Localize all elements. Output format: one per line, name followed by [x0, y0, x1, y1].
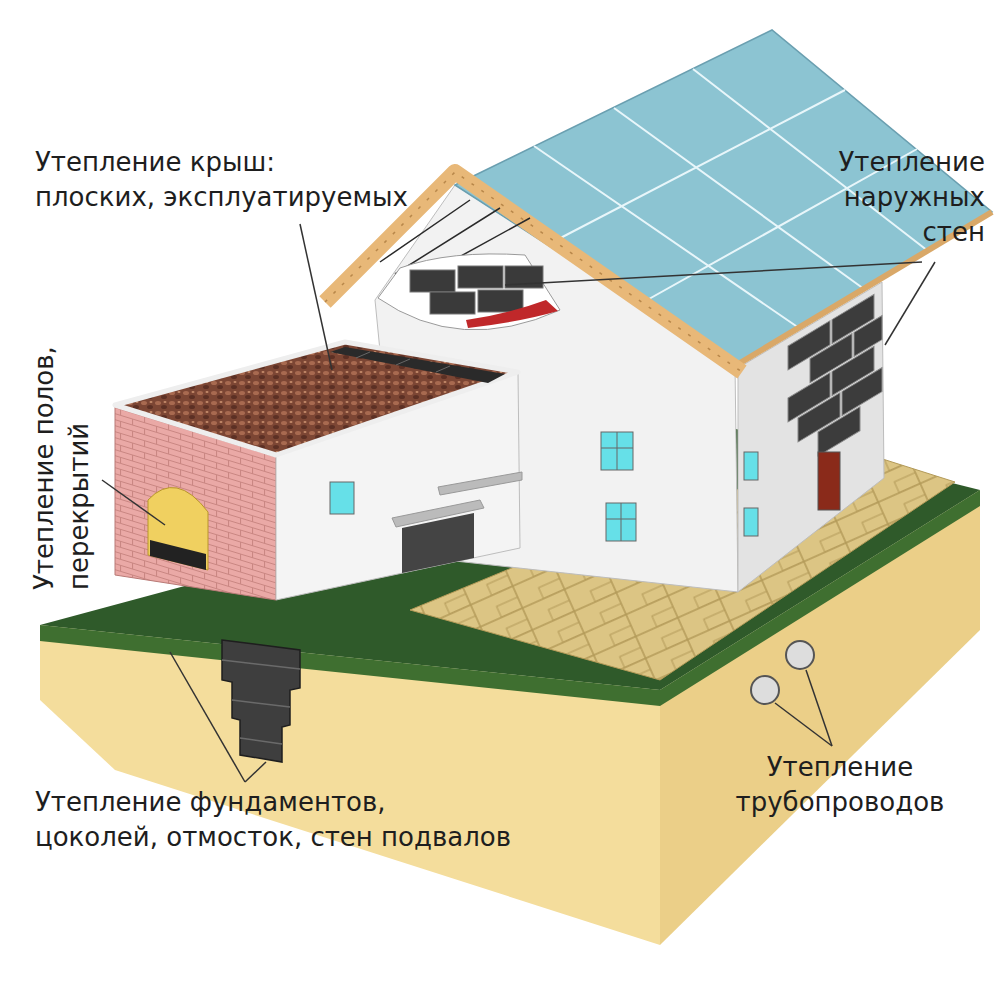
main-house: [466, 300, 558, 328]
leader-line: [806, 670, 832, 746]
floor-label: Утепление полов, перекрытий: [27, 290, 97, 590]
annex: [330, 347, 505, 383]
main-house: [378, 254, 560, 330]
annex: [356, 352, 450, 372]
wall-insulation: [818, 407, 860, 456]
leader-line: [300, 224, 332, 370]
main-house: [478, 290, 523, 312]
pipes: [786, 641, 814, 669]
annex: [150, 540, 206, 570]
wall-insulation: [842, 368, 882, 416]
pipes: [751, 641, 814, 704]
leader-line: [245, 762, 266, 782]
wall-label: Утепление наружных стен: [785, 145, 985, 250]
leader-line: [102, 480, 165, 525]
annex: [148, 488, 208, 571]
main-house: [744, 508, 758, 536]
leader-line: [505, 262, 922, 285]
annex: [438, 472, 522, 495]
leader-line: [885, 262, 935, 345]
main-house: [818, 452, 840, 510]
foundation-block: [222, 660, 300, 744]
main-house: [430, 292, 475, 314]
pipe-label: Утепление трубопроводов: [710, 750, 970, 820]
leader-line: [102, 224, 935, 782]
main-house: [606, 503, 636, 541]
annex: [115, 342, 522, 600]
leader-line: [170, 652, 245, 782]
main-house: [601, 432, 633, 470]
main-house: [410, 270, 455, 292]
main-house: [606, 503, 636, 541]
foundation-block: [222, 640, 300, 762]
leader-line: [775, 703, 832, 746]
main-house: [458, 266, 503, 288]
foundation-block: [222, 640, 300, 762]
annex: [115, 342, 518, 455]
annex: [330, 482, 354, 514]
foundation-label: Утепление фундаментов, цоколей, отмосток…: [35, 785, 595, 855]
annex: [392, 500, 484, 527]
pipes: [751, 676, 779, 704]
main-house: [744, 452, 758, 480]
roof-label: Утепление крыш: плоских, эксплуатируемых: [35, 145, 485, 215]
main-house: [601, 432, 633, 470]
main-house: [455, 30, 992, 366]
